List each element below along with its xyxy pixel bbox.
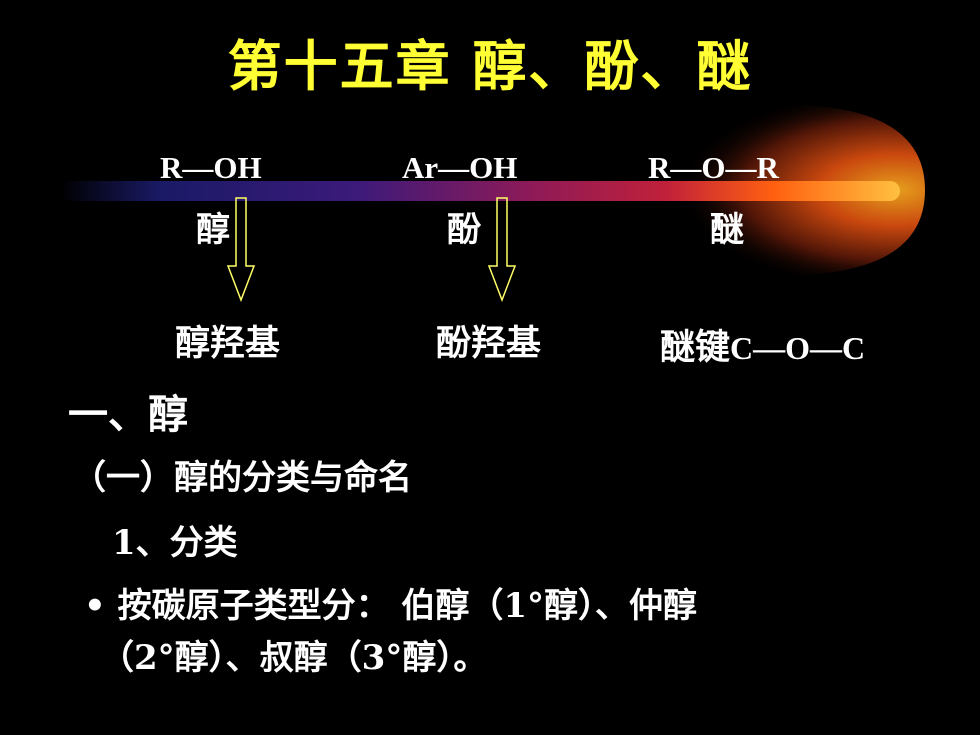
phenol-label: 酚 xyxy=(447,210,481,250)
ether-bond-name: 醚键 xyxy=(660,327,731,368)
arrow-down-icon xyxy=(226,197,256,303)
comet-decoration xyxy=(60,105,925,275)
subsection-heading: （一）醇的分类与命名 xyxy=(72,458,412,498)
ether-label: 醚 xyxy=(710,210,744,250)
ether-formula: R—O—R xyxy=(648,150,779,185)
bullet-line-2: （2°醇）、叔醇（3°醇）。 xyxy=(100,638,488,678)
alcohol-formula: R—OH xyxy=(160,150,262,185)
item-heading: 1、分类 xyxy=(112,523,238,563)
page-title: 第十五章 醇、酚、醚 xyxy=(227,34,753,98)
alcohol-hydroxyl-label: 醇羟基 xyxy=(175,323,281,364)
ether-bond-formula: C—O—C xyxy=(730,330,866,366)
phenol-formula: Ar—OH xyxy=(402,150,518,185)
alcohol-label: 醇 xyxy=(196,210,230,250)
arrow-down-icon xyxy=(487,197,517,303)
phenol-hydroxyl-label: 酚羟基 xyxy=(436,323,542,364)
bullet-line-1: • 按碳原子类型分： 伯醇（1°醇）、仲醇 xyxy=(84,586,698,626)
ether-bond-label: 醚键C—O—C xyxy=(660,319,865,370)
section-heading: 一、醇 xyxy=(68,391,188,438)
